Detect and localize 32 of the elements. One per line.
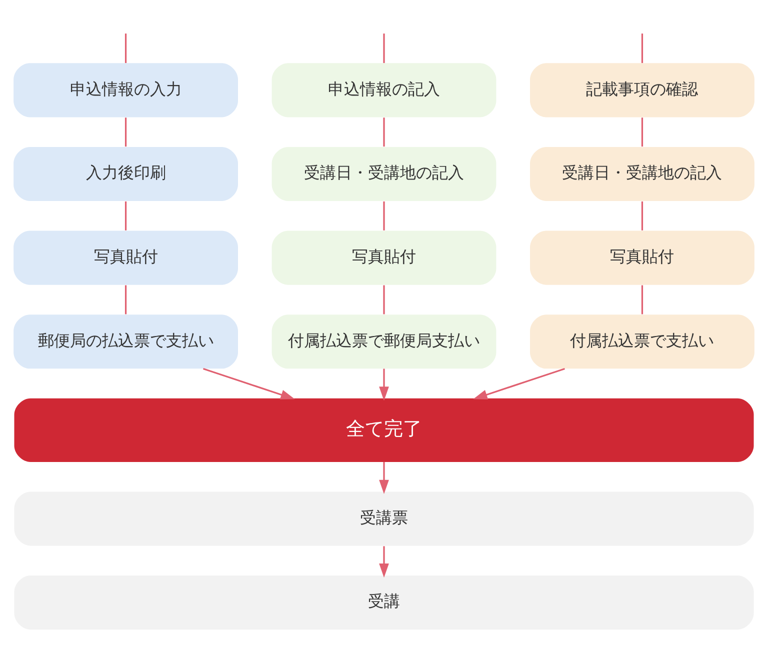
- node-box: 写真貼付: [272, 230, 496, 284]
- connector: [383, 200, 385, 230]
- connector: [124, 284, 127, 314]
- connector: [383, 33, 385, 63]
- node-box: 受講日・受講地の記入: [530, 146, 754, 201]
- node-box: 付属払込票で郵便局支払い: [272, 314, 496, 368]
- node-box: 写真貼付: [530, 230, 754, 284]
- connector: [641, 284, 644, 314]
- node-box: 申込情報の入力: [14, 62, 238, 117]
- node-box: 写真貼付: [14, 230, 238, 284]
- arrow: [203, 367, 295, 399]
- connector: [641, 33, 644, 63]
- arrow: [379, 546, 389, 578]
- connector: [124, 200, 127, 230]
- node-box: 受講票: [14, 491, 754, 546]
- node-box: 入力後印刷: [14, 146, 238, 201]
- arrow: [379, 368, 389, 400]
- connector: [383, 117, 385, 146]
- node-box: 記載事項の確認: [530, 62, 754, 117]
- connector: [124, 33, 127, 63]
- node-box: 受講日・受講地の記入: [272, 146, 496, 201]
- node-box: 全て完了: [14, 398, 754, 462]
- node-box: 受講: [14, 575, 754, 630]
- node-box: 付属払込票で支払い: [530, 314, 754, 368]
- arrow: [379, 462, 389, 494]
- arrow: [473, 367, 565, 399]
- connector: [641, 200, 644, 230]
- connector: [641, 117, 644, 146]
- connector: [124, 117, 127, 146]
- node-box: 申込情報の記入: [272, 62, 496, 117]
- connector: [383, 284, 385, 314]
- node-box: 郵便局の払込票で支払い: [14, 314, 238, 368]
